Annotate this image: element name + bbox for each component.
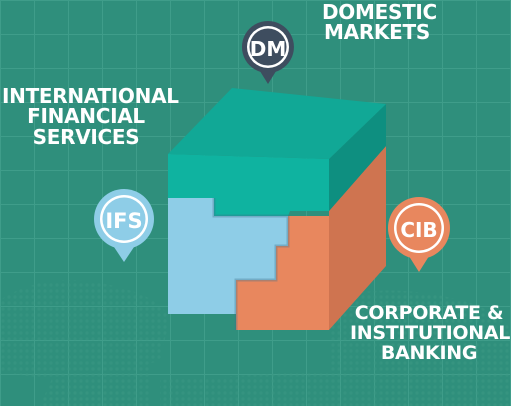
segment-cube: [168, 88, 386, 330]
dm-pin-label: DM: [250, 37, 287, 61]
ifs-block-front: [168, 198, 288, 314]
world-map-silhouette: [0, 280, 511, 406]
ifs-label-line: FINANCIAL: [27, 104, 145, 129]
international-financial-services-label: INTERNATIONAL FINANCIAL SERVICES: [2, 84, 179, 149]
ifs-map-pin-icon: IFS: [94, 189, 154, 262]
dm-block-side: [329, 104, 386, 211]
domestic-markets-label: DOMESTIC MARKETS: [322, 0, 437, 44]
cib-block-front: [236, 216, 329, 330]
dm-label-line: DOMESTIC: [322, 0, 437, 24]
cib-block-side: [329, 146, 386, 330]
dm-map-pin-icon: DM: [241, 21, 294, 84]
dm-block-front: [168, 154, 329, 216]
dm-block-top: [168, 88, 386, 159]
dm-label-line: MARKETS: [324, 20, 430, 44]
ifs-label-line: SERVICES: [32, 124, 140, 149]
cib-label-line: CORPORATE &: [354, 302, 504, 324]
cib-map-pin-icon: CIB: [388, 197, 450, 272]
cib-label-line: BANKING: [380, 341, 478, 364]
cib-pin-label: CIB: [400, 218, 437, 242]
ifs-label-line: INTERNATIONAL: [2, 84, 179, 108]
corporate-institutional-banking-label: CORPORATE & INSTITUTIONAL BANKING: [350, 302, 511, 364]
cib-label-line: INSTITUTIONAL: [350, 321, 511, 344]
ifs-pin-label: IFS: [105, 209, 142, 233]
